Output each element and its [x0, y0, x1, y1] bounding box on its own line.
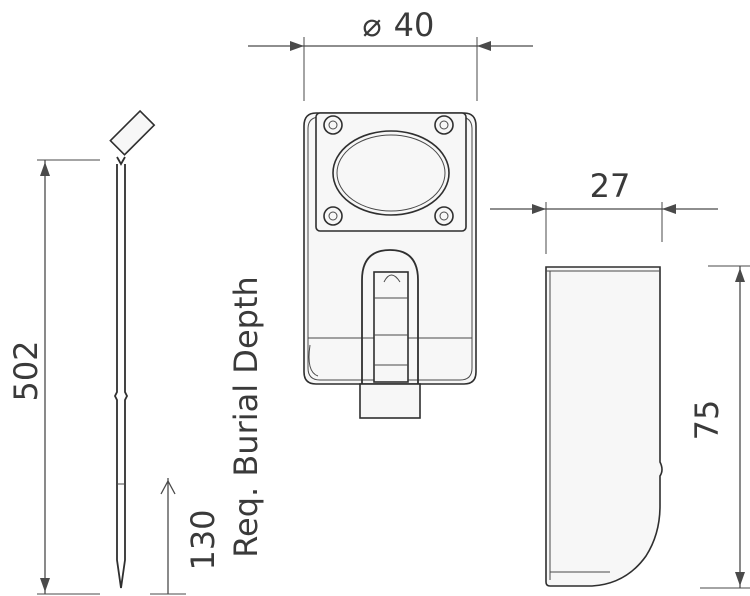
diameter-value: 40	[394, 6, 435, 44]
oval-window	[332, 130, 450, 216]
height-dimension: 75	[688, 265, 750, 589]
width-value: 27	[590, 167, 631, 205]
clip	[373, 271, 409, 383]
burial-depth-label: Req. Burial Depth	[227, 276, 265, 558]
height-value: 75	[688, 400, 726, 441]
burial-depth-dimension: 130 Req. Burial Depth	[150, 276, 265, 595]
burial-depth-value: 130	[184, 509, 222, 570]
width-dimension: 27	[490, 167, 718, 254]
front-view: ⌀ 40	[248, 6, 533, 419]
stake-socket	[359, 383, 421, 419]
diameter-dimension: ⌀ 40	[248, 6, 533, 101]
screws	[323, 115, 454, 226]
diameter-symbol: ⌀	[362, 6, 381, 44]
length-dimension: 502	[7, 159, 100, 595]
stake-shaft	[113, 164, 129, 589]
stake-head	[109, 109, 156, 156]
length-value: 502	[7, 340, 45, 401]
stake-side-view	[109, 109, 156, 589]
side-profile-view: 27 75	[490, 167, 750, 589]
profile-body	[545, 266, 663, 587]
